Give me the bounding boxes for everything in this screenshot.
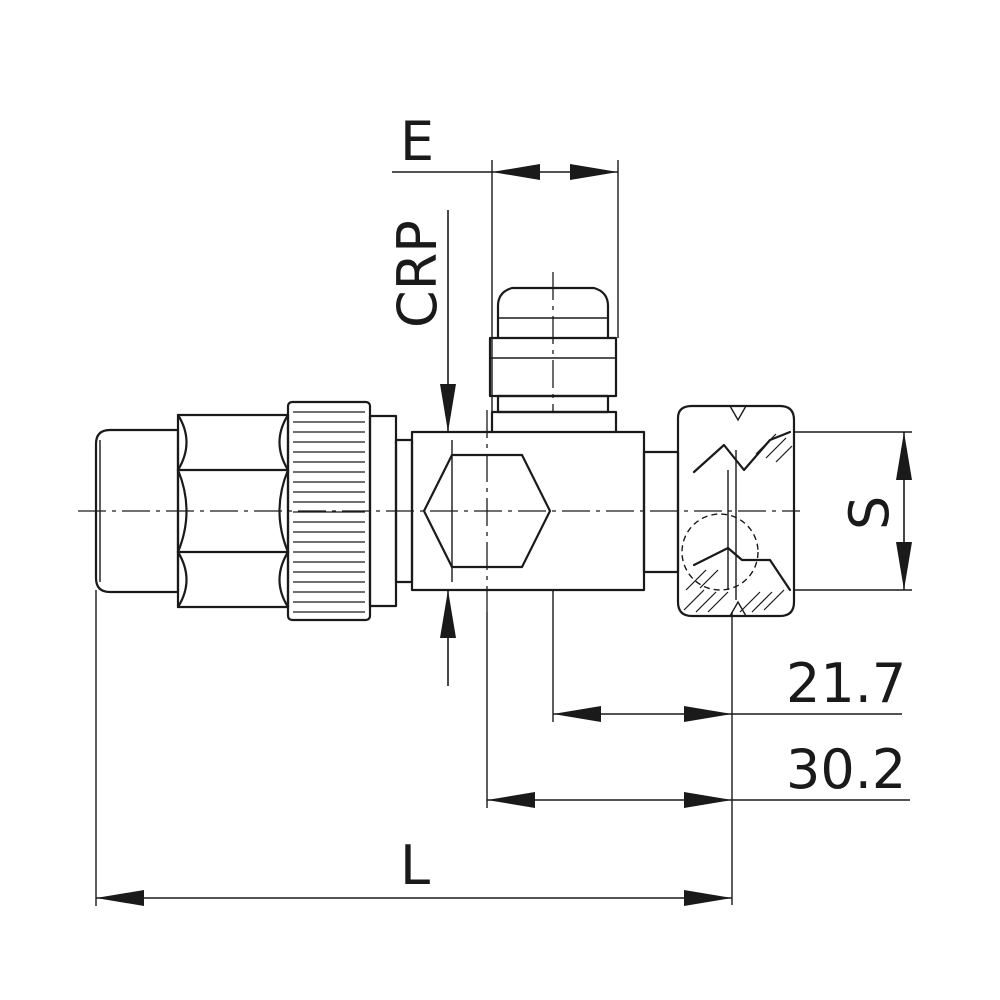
dimension-30-2: 30.2 [486,612,910,808]
dimension-l-label: L [400,834,430,897]
dimension-l: L [95,590,732,906]
right-union-nut [676,404,796,618]
dimension-e-label: E [400,110,434,173]
knurl-lines [293,411,365,613]
center-lines [78,272,800,612]
dimension-crp: CRP [386,210,456,686]
section-hatching [683,433,793,613]
dimension-s-label: S [838,496,901,530]
dimension-s: S [794,431,912,591]
dimension-21-7: 21.7 [552,590,906,905]
dimension-crp-label: CRP [386,220,449,328]
dimension-e: E [392,110,619,412]
dimension-21-7-label: 21.7 [786,652,906,715]
dimension-30-2-label: 30.2 [786,738,906,801]
